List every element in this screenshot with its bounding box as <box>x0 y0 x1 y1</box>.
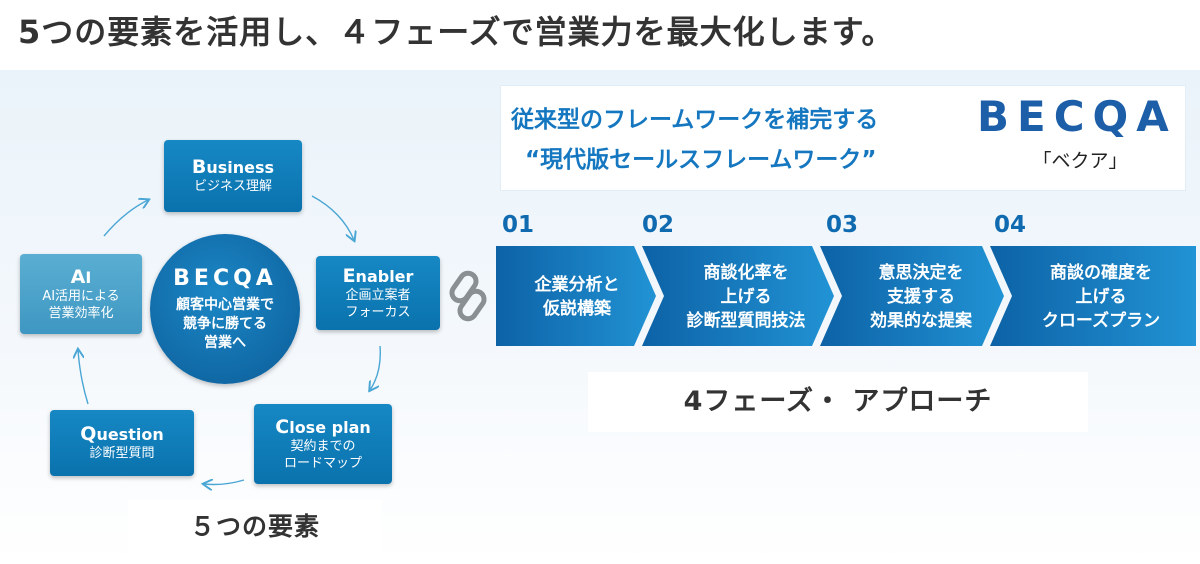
node-enabler-sub-2: フォーカス <box>345 304 411 320</box>
center-logo: BECQA <box>173 265 277 291</box>
node-enabler: Enabler 企画立案者 フォーカス <box>316 256 440 330</box>
node-ai: AI AI活用による 営業効率化 <box>20 254 142 334</box>
node-question-sub: 診断型質問 <box>89 446 155 461</box>
phase-chevrons <box>496 246 1196 346</box>
cycle-arrows <box>0 195 381 564</box>
link-icon <box>449 270 487 322</box>
phase-label-3: 意思決定を 支援する 効果的な提案 <box>840 252 1002 342</box>
tagline-2: “現代版セールスフレームワーク” <box>525 147 877 173</box>
headline: 5つの要素を活用し、４フェーズで営業力を最大化します。 <box>18 13 895 51</box>
node-question-title: Question <box>80 423 164 445</box>
arrow-closeplan-to-question <box>204 480 245 485</box>
node-close-plan-sub-2: ロードマップ <box>283 455 362 471</box>
node-enabler-title: Enabler <box>342 264 414 287</box>
brand-logo: BECQA <box>977 92 1177 141</box>
phase-number-4: 04 <box>994 212 1027 238</box>
node-ai-title: AI <box>70 265 92 288</box>
phase-label-4: 商談の確度を 上げる クローズプラン <box>1010 252 1192 342</box>
phase-2-line-1: 商談化率を <box>703 263 789 283</box>
phase-3-line-1: 意思決定を <box>878 263 964 283</box>
chevron-phase-3 <box>820 246 1004 346</box>
node-close-plan-sub-1: 契約までの <box>290 438 356 454</box>
node-close-plan: Close plan 契約までの ロードマップ <box>254 404 392 484</box>
arrow-ai-to-business <box>103 200 148 237</box>
phase-4-line-2: 上げる <box>1075 287 1127 307</box>
phase-3-line-2: 支援する <box>887 287 955 307</box>
node-ai-sub-2: 営業効率化 <box>48 305 114 321</box>
arrow-question-to-ai <box>78 350 89 405</box>
phase-1-line-1: 企業分析と <box>534 275 620 295</box>
arrow-enabler-to-closeplan <box>370 345 381 390</box>
phase-4-line-3: クローズプラン <box>1041 311 1161 331</box>
phase-label-2: 商談化率を 上げる 診断型質問技法 <box>662 252 830 342</box>
node-business-title: Business <box>191 156 275 178</box>
node-ai-sub-1: AI活用による <box>42 288 120 304</box>
center-line-3: 営業へ <box>204 334 246 351</box>
chevron-phase-4 <box>990 246 1196 346</box>
center-line-1: 顧客中心営業で <box>176 296 274 313</box>
center-line-2: 競争に勝てる <box>183 315 267 332</box>
node-question: Question 診断型質問 <box>50 410 194 476</box>
framework-tagline-box: 従来型のフレームワークを補完する “現代版セールスフレームワーク” BECQA … <box>500 85 1186 191</box>
node-enabler-sub-1: 企画立案者 <box>345 287 411 303</box>
phase-number-2: 02 <box>642 212 675 238</box>
brand-reading: 「ベクア」 <box>1032 150 1128 172</box>
node-business: Business ビジネス理解 <box>164 140 302 212</box>
node-business-sub: ビジネス理解 <box>193 179 272 194</box>
arrow-business-to-enabler <box>311 195 354 240</box>
center-circle: BECQA 顧客中心営業で 競争に勝てる 営業へ <box>150 234 300 384</box>
chevron-phase-1 <box>496 246 656 346</box>
phase-label-1: 企業分析と 仮説構築 <box>504 252 650 342</box>
phase-3-line-3: 効果的な提案 <box>870 311 972 331</box>
phase-2-line-2: 上げる <box>720 287 772 307</box>
phase-number-3: 03 <box>826 212 859 238</box>
node-close-plan-title: Close plan <box>275 415 371 438</box>
phase-number-1: 01 <box>502 212 535 238</box>
phase-2-line-3: 診断型質問技法 <box>686 311 806 331</box>
chevron-phase-2 <box>642 246 834 346</box>
phase-4-line-1: 商談の確度を <box>1050 263 1152 283</box>
elements-caption: ５つの要素 <box>128 500 382 554</box>
phase-1-line-2: 仮説構築 <box>543 299 611 319</box>
phase-approach-caption: 4フェーズ・ アプローチ <box>588 372 1088 432</box>
tagline-1: 従来型のフレームワークを補完する <box>511 107 879 133</box>
